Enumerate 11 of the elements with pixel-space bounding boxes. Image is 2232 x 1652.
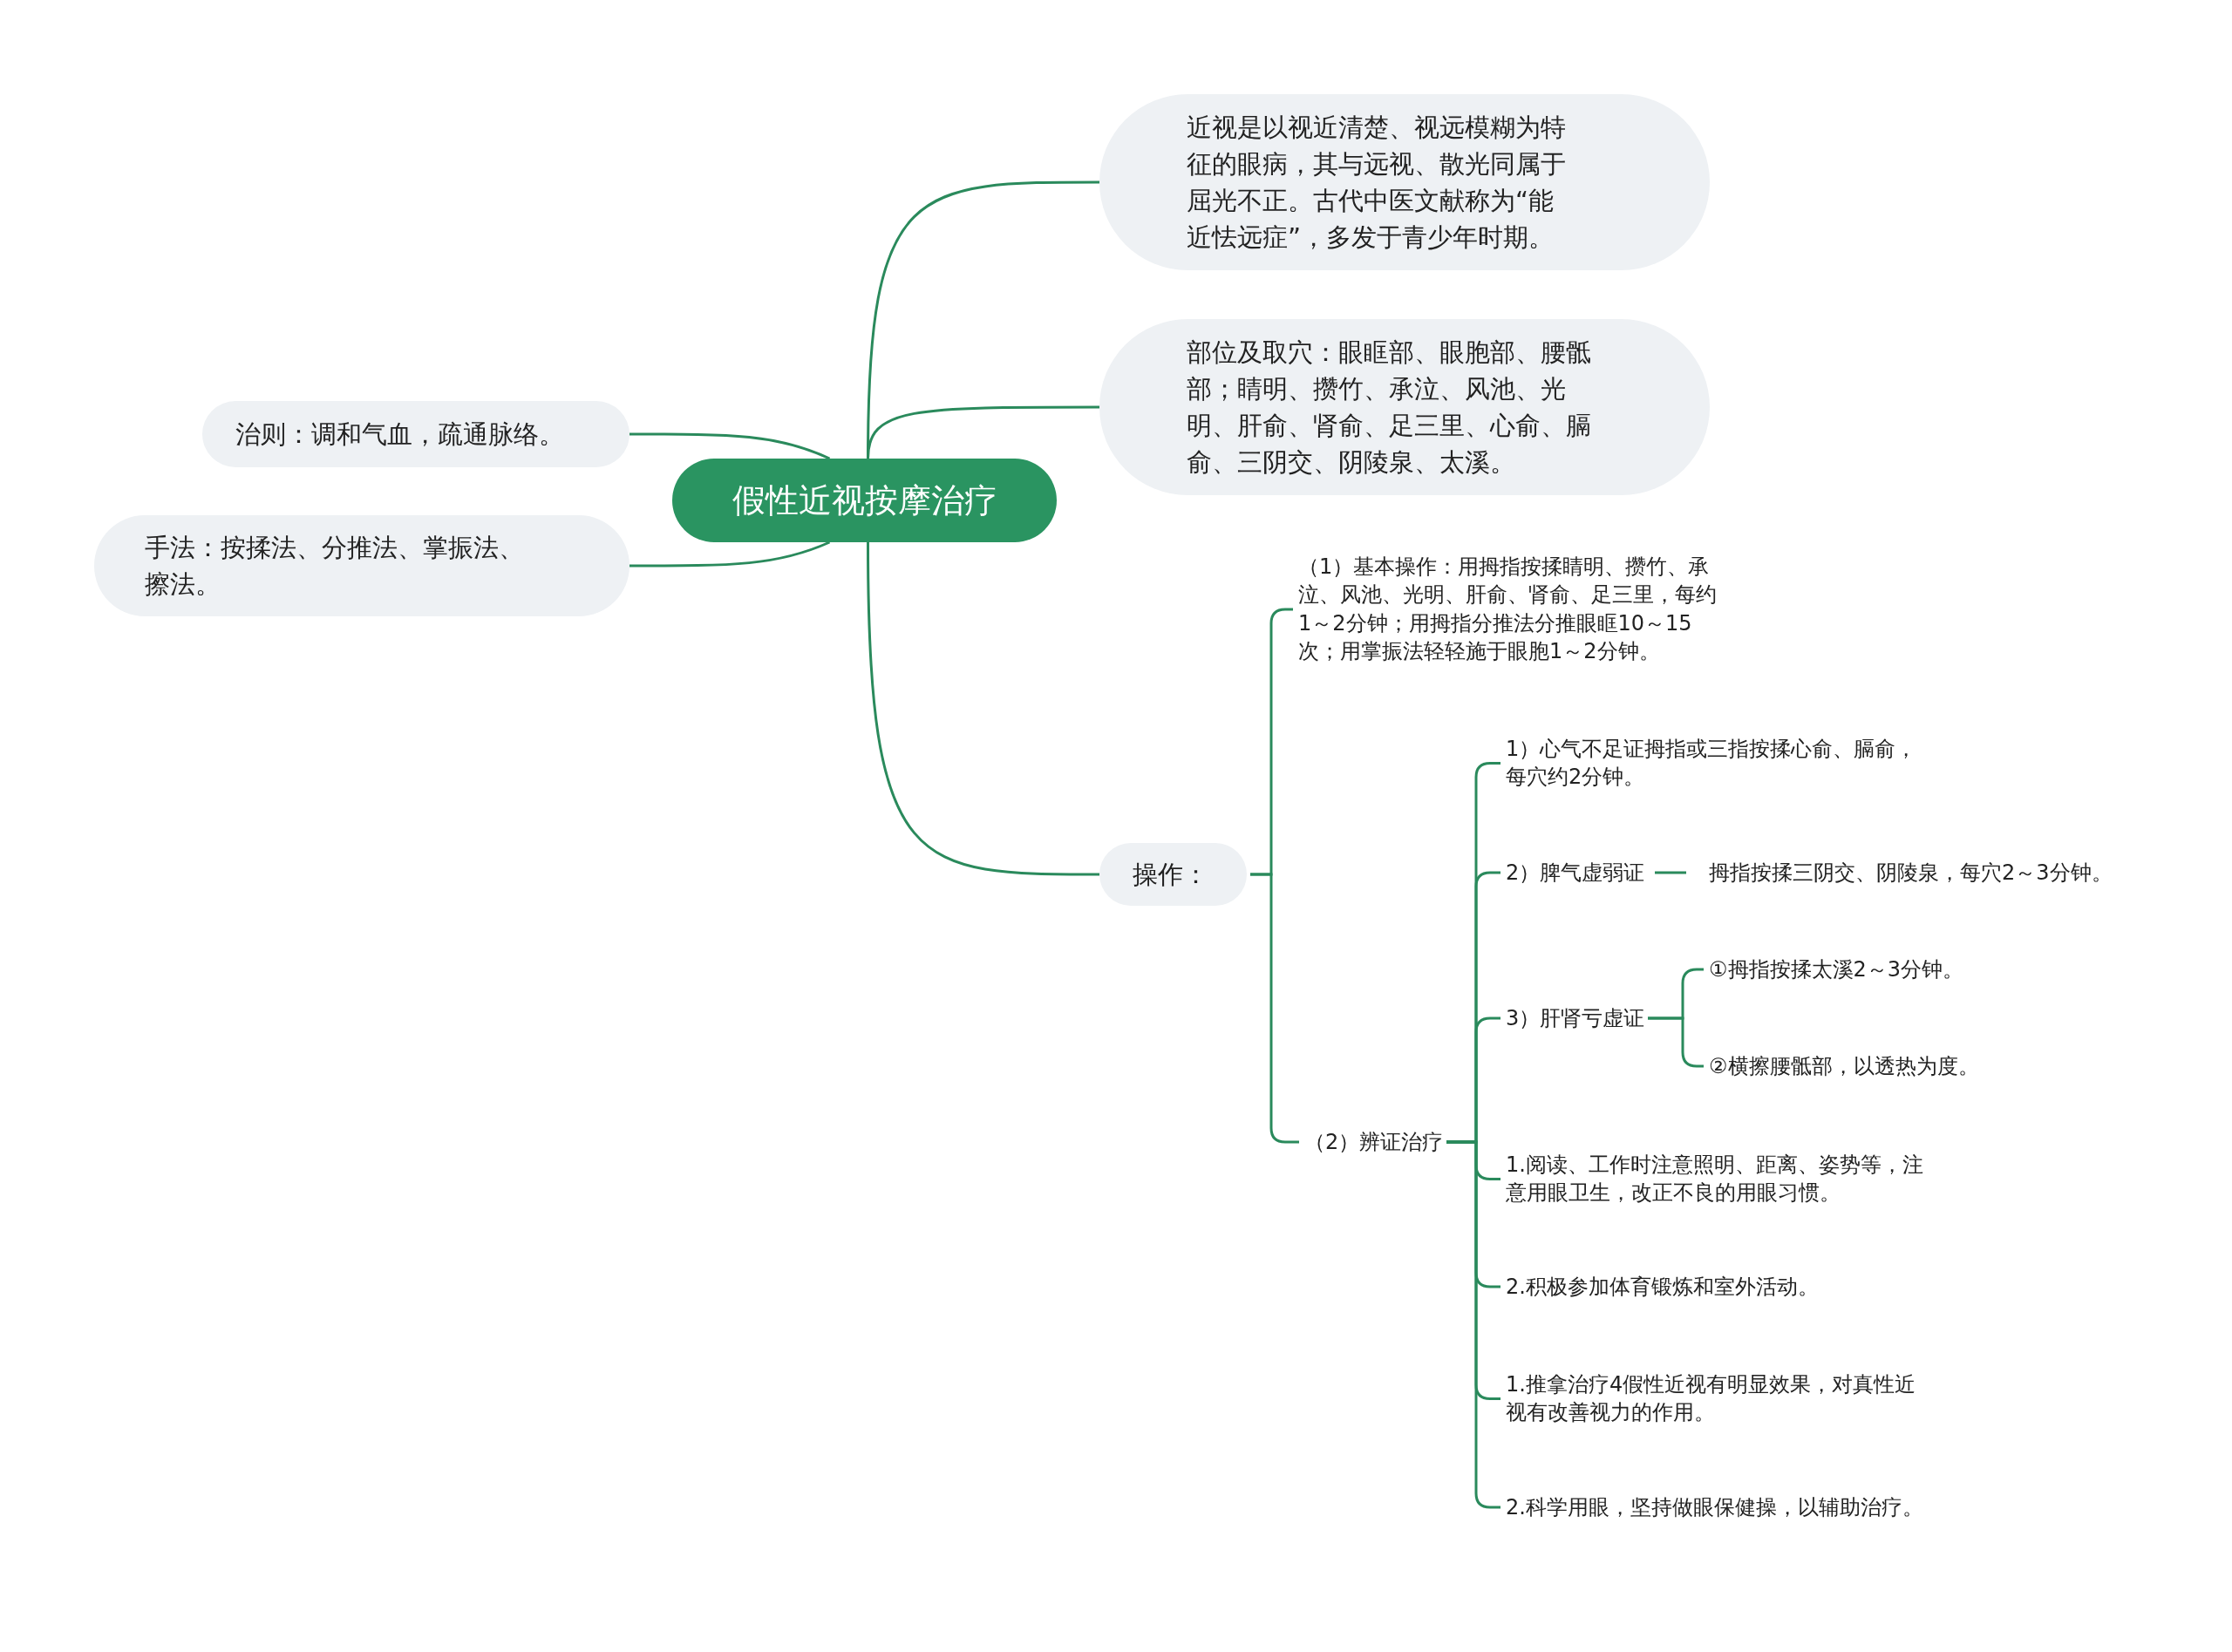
topic-bubble: 手法：按揉法、分推法、掌振法、擦法。 bbox=[94, 515, 629, 616]
topic-bubble: 部位及取穴：眼眶部、眼胞部、腰骶部；睛明、攒竹、承泣、风池、光明、肝俞、肾俞、足三里、心俞、膈俞、三阴交、阴陵泉、太溪。 bbox=[1099, 319, 1710, 495]
central-topic: 假性近视按摩治疗 bbox=[672, 459, 1057, 542]
topic-bubble: 近视是以视近清楚、视远模糊为特征的眼病，其与远视、散光同属于屈光不正。古代中医文献称为“能近怯远症”，多发于青少年时期。 bbox=[1099, 94, 1710, 270]
connector-line bbox=[629, 540, 831, 568]
connector-line bbox=[867, 541, 1099, 876]
topic-bubble: 治则：调和气血，疏通脉络。 bbox=[202, 401, 629, 467]
connector-line bbox=[1655, 871, 1686, 874]
topic-bubble: 操作： bbox=[1099, 843, 1247, 906]
connector-line bbox=[867, 405, 1099, 459]
connector-line bbox=[629, 432, 831, 460]
